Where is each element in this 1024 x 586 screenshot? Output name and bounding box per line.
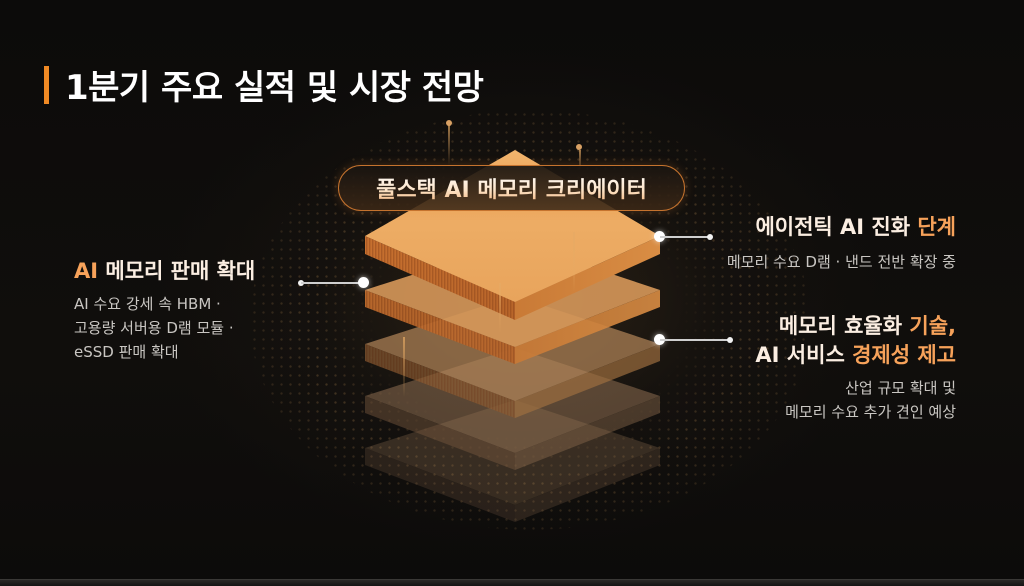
annotation-desc-line: eSSD 판매 확대 [74,343,179,361]
bottom-bar [0,579,1024,586]
connector-dot-large [654,231,665,242]
sparkle-line [499,283,501,333]
annotation-desc-line: 산업 규모 확대 및 [845,379,956,397]
connector-dot-large [654,334,665,345]
title-plain: 에이전틱 AI 진화 [755,215,918,239]
sparkle-dot [446,120,452,126]
connector-line [660,339,730,341]
annotation-ai-memory-sales: AI 메모리 판매 확대 AI 수요 강세 속 HBM · 고용량 서버용 D램… [74,257,255,364]
sparkle-dot [576,144,582,150]
annotation-desc-line: 고용량 서버용 D램 모듈 · [74,319,234,337]
title-highlight: AI [74,259,99,283]
connector-dot-small [727,337,733,343]
annotation-title: AI 메모리 판매 확대 [74,257,255,286]
connector-dot-small [707,234,713,240]
connector-line [660,236,710,238]
title-plain: AI 서비스 [755,343,853,367]
title-highlight: 단계 [917,215,956,239]
title-highlight: 경제성 제고 [852,343,956,367]
annotation-desc-line: AI 수요 강세 속 HBM · [74,295,221,313]
title-plain: 메모리 효율화 [778,314,910,338]
annotation-title: 에이전틱 AI 진화 단계 [727,213,956,242]
annotation-title-line2: AI 서비스 경제성 제고 [755,341,956,370]
sparkle-line [579,150,581,172]
annotation-memory-efficiency: 메모리 효율화 기술, AI 서비스 경제성 제고 산업 규모 확대 및 메모리… [755,312,956,424]
slide-title: 1분기 주요 실적 및 시장 전망 [65,68,484,108]
annotation-agentic-ai: 에이전틱 AI 진화 단계 메모리 수요 D램 · 낸드 전반 확장 중 [727,213,956,274]
annotation-title-line1: 메모리 효율화 기술, [755,312,956,341]
annotation-desc-line: 메모리 수요 D램 · 낸드 전반 확장 중 [726,253,956,271]
title-accent-bar [44,65,49,104]
title-highlight: 기술, [909,314,956,338]
annotation-desc-line: 메모리 수요 추가 견인 예상 [785,403,956,421]
center-pill-label: 풀스택 AI 메모리 크리에이터 [338,165,685,211]
sparkle-line [573,232,575,292]
connector-line [301,282,363,284]
sparkle-line [448,125,450,165]
slide-header: 1분기 주요 실적 및 시장 전망 [44,60,484,109]
pill-text: 풀스택 AI 메모리 크리에이터 [376,172,647,204]
connector-dot-large [358,277,369,288]
sparkle-line [403,337,405,397]
title-rest: 메모리 판매 확대 [98,259,256,283]
